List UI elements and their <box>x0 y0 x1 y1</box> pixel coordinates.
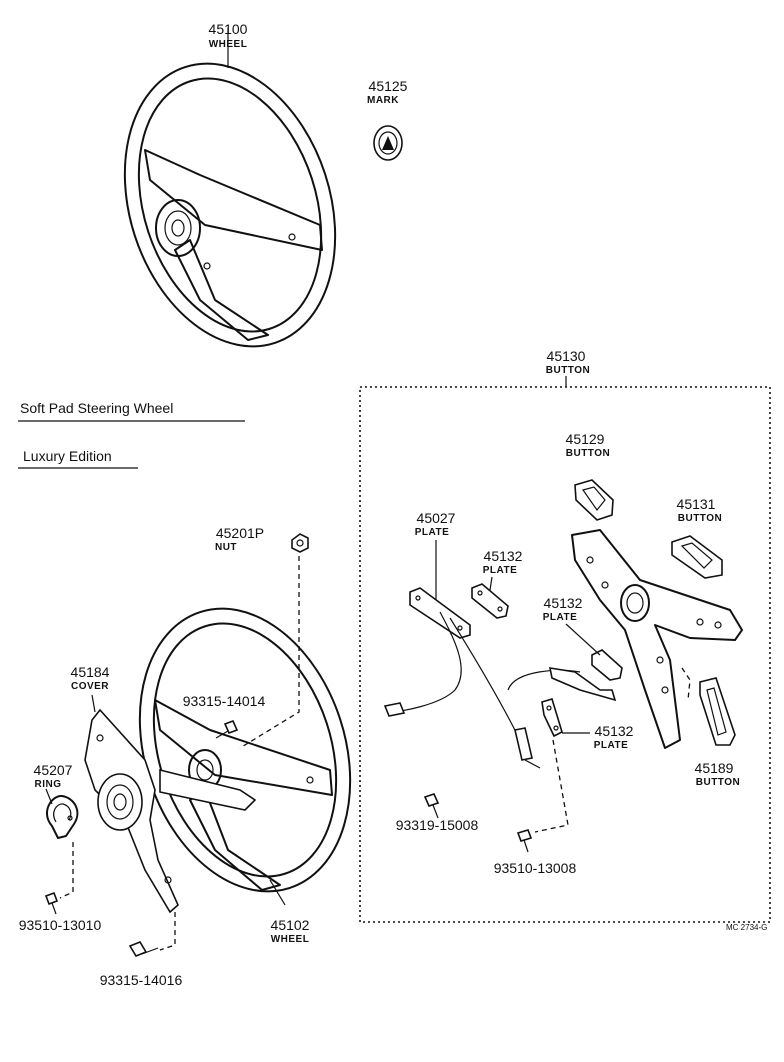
label-45189-number: 45189 <box>695 760 734 776</box>
label-45207-number: 45207 <box>34 762 73 778</box>
label-45132a-name: PLATE <box>483 565 518 576</box>
screw-93510-13008 <box>516 829 533 853</box>
cover-45184 <box>84 708 257 914</box>
label-45102-name: WHEEL <box>271 934 310 945</box>
screw-93510-13010 <box>44 891 59 915</box>
label-45132c-name: PLATE <box>594 740 629 751</box>
label-45129-name: BUTTON <box>566 448 610 459</box>
label-93510-13010: 93510-13010 <box>19 917 102 933</box>
label-45130-number: 45130 <box>547 348 586 364</box>
screw-93315-14016 <box>128 941 159 957</box>
button-45189 <box>699 677 736 746</box>
ring-45207 <box>46 795 79 839</box>
label-45131-number: 45131 <box>677 496 716 512</box>
heading-soft-pad: Soft Pad Steering Wheel <box>20 400 173 416</box>
label-45132a-number: 45132 <box>484 548 523 564</box>
nut-45201P <box>291 533 309 553</box>
label-45027-number: 45027 <box>417 510 456 526</box>
label-45130-name: BUTTON <box>546 365 590 376</box>
label-45132c-number: 45132 <box>595 723 634 739</box>
label-45131-name: BUTTON <box>678 513 722 524</box>
label-93315-14016: 93315-14016 <box>100 972 183 988</box>
label-45100-number: 45100 <box>209 21 248 37</box>
label-45189-name: BUTTON <box>696 777 740 788</box>
plate-45027 <box>383 587 581 769</box>
heading-luxury: Luxury Edition <box>23 448 112 464</box>
label-45207-name: RING <box>35 779 62 790</box>
steering-wheel-45100 <box>123 28 337 348</box>
label-45184-name: COVER <box>71 681 109 692</box>
screw-93315-14014 <box>215 719 239 739</box>
mark-45125 <box>373 125 403 161</box>
corner-code: MC 2734-G <box>726 923 767 932</box>
label-45125-name: MARK <box>367 95 399 106</box>
label-93315-14014: 93315-14014 <box>183 693 266 709</box>
label-45102-number: 45102 <box>271 917 310 933</box>
plate-45132-a <box>471 583 509 619</box>
label-93510-13008: 93510-13008 <box>494 860 577 876</box>
button-45129 <box>574 479 614 521</box>
label-45132b-name: PLATE <box>543 612 578 623</box>
label-45100-name: WHEEL <box>209 39 248 50</box>
label-45201P-number: 45201P <box>216 525 264 541</box>
button-45131 <box>671 535 723 579</box>
screw-93319-15008 <box>423 793 440 819</box>
plate-45132-b <box>548 649 623 702</box>
spoke-frame <box>571 529 743 749</box>
plate-45132-c <box>541 698 563 738</box>
label-45125-number: 45125 <box>369 78 408 94</box>
label-45027-name: PLATE <box>415 527 450 538</box>
label-45201P-name: NUT <box>215 542 237 553</box>
label-45184-number: 45184 <box>71 664 110 680</box>
button-kit-boundary <box>359 386 771 923</box>
label-45132b-number: 45132 <box>544 595 583 611</box>
label-45129-number: 45129 <box>566 431 605 447</box>
label-93319-15008: 93319-15008 <box>396 817 479 833</box>
